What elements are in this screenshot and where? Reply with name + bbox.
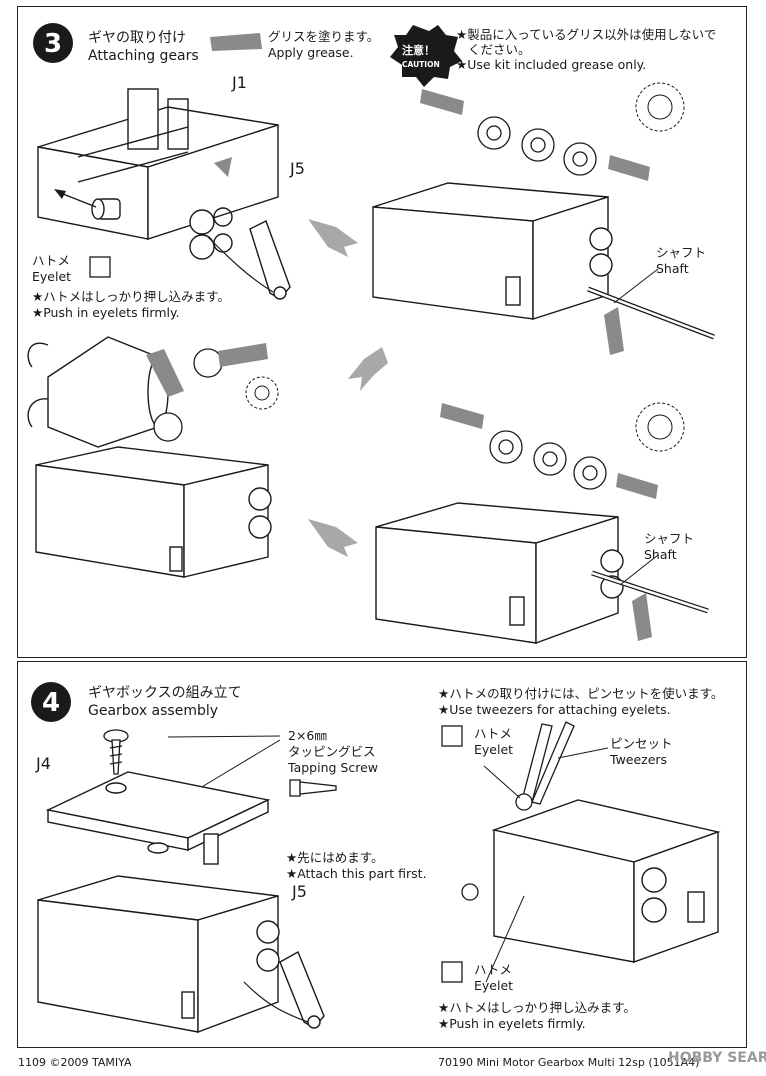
gearbox-assembled-right	[375, 502, 624, 645]
gearbox-body-right	[491, 799, 721, 963]
tapping-screw-1	[103, 729, 129, 775]
step3-panel: 3 ギヤの取り付け Attaching gears グリスを塗ります。 Appl…	[17, 6, 747, 658]
label-j5: J5	[290, 159, 305, 178]
tweezer-note-jp: ★ハトメの取り付けには、ピンセットを使います。	[438, 686, 724, 701]
watermark-text: HOBBY SEARCH	[668, 1050, 766, 1066]
insert-arrow	[57, 191, 97, 208]
eyelet2-step4-en: Eyelet	[474, 978, 514, 993]
cover-plate-j4	[45, 771, 271, 865]
step4-title-jp: ギヤボックスの組み立て	[88, 685, 242, 701]
gear-detail-icon	[635, 82, 685, 132]
tapping-screw-legend-icon	[289, 779, 337, 797]
motor-part	[27, 336, 169, 448]
flow-arrow-right	[308, 219, 358, 257]
label-j5-step4: J5	[292, 882, 307, 901]
caution-icon	[390, 25, 462, 87]
gear-detail-icon-3	[635, 402, 685, 452]
push-eyelet-en: ★Push in eyelets firmly.	[32, 305, 180, 320]
tweezers-tool	[521, 721, 575, 805]
footer-copyright: 1109 ©2009 TAMIYA	[18, 1056, 132, 1069]
screw-text-jp: タッピングビス	[288, 744, 376, 759]
push-eyelet-jp: ★ハトメはしっかり押し込みます。	[32, 289, 230, 304]
attach-first-en: ★Attach this part first.	[286, 866, 427, 881]
caution-label-en: CAUTION	[402, 60, 440, 69]
screw-text-en: Tapping Screw	[288, 760, 378, 775]
tweezers-label-en: Tweezers	[610, 752, 668, 767]
gearbox-frame-j1	[37, 88, 279, 260]
eyelet-step4-en: Eyelet	[474, 742, 514, 757]
step3-illustration	[27, 23, 715, 645]
step3-number: 3	[44, 29, 63, 59]
step3-title-en: Attaching gears	[88, 48, 199, 64]
eyelet-legend-icon-step4	[441, 725, 463, 747]
eyelet-part	[91, 198, 121, 220]
step4-title-en: Gearbox assembly	[88, 703, 219, 719]
gearbox-body-left	[37, 875, 280, 1034]
eyelet-step4-jp: ハトメ	[474, 726, 512, 741]
flow-arrow-down-left	[348, 347, 388, 391]
shaft-label-jp: シャフト	[656, 245, 707, 260]
tweezers-label-jp: ピンセット	[610, 736, 673, 751]
footer-product: 70190 Mini Motor Gearbox Multi 12sp (105…	[438, 1056, 700, 1069]
gearbox-with-gears-top	[372, 182, 613, 320]
label-j4: J4	[36, 754, 51, 773]
shaft-label-2-jp: シャフト	[644, 531, 695, 546]
push-eyelet-step4-jp: ★ハトメはしっかり押し込みます。	[438, 1000, 636, 1015]
caution-text-en: ★Use kit included grease only.	[456, 57, 647, 72]
attach-first-jp: ★先にはめます。	[286, 850, 384, 865]
eyelet-text-en: Eyelet	[32, 269, 72, 284]
step4-panel: 4 ギヤボックスの組み立て Gearbox assembly J4 2×6㎜ タ…	[17, 661, 747, 1048]
screw-size: 2×6㎜	[288, 728, 327, 743]
caution-label-jp: 注意！	[402, 44, 435, 57]
flow-arrow-right-2	[308, 519, 358, 557]
label-j1: J1	[232, 73, 247, 92]
step4-number: 4	[42, 688, 61, 718]
clip-part-j5	[249, 220, 291, 300]
gear-set-bottom	[489, 430, 607, 490]
shaft-label-en: Shaft	[656, 261, 689, 276]
eyelet2-step4-jp: ハトメ	[474, 962, 512, 977]
grease-text-jp: グリスを塗ります。	[268, 29, 380, 44]
grease-icon	[210, 33, 262, 51]
caution-text-jp-2: ください。	[468, 42, 531, 57]
caution-text-jp-1: ★製品に入っているグリス以外は使用しないで	[456, 27, 717, 42]
step4-number-badge	[31, 682, 71, 722]
gear-detail-icon-2	[245, 376, 279, 410]
gear-set-top	[477, 116, 597, 176]
pinion-gear	[153, 348, 223, 442]
eyelet-legend-icon	[89, 256, 111, 278]
push-eyelet-step4-en: ★Push in eyelets firmly.	[438, 1016, 586, 1031]
clip-part-j5-step4	[279, 951, 325, 1029]
grease-text-en: Apply grease.	[268, 45, 354, 60]
eyelet-text-jp: ハトメ	[32, 253, 70, 268]
step3-number-badge	[33, 23, 73, 63]
gearbox-bottom-left	[35, 446, 272, 578]
tweezer-note-en: ★Use tweezers for attaching eyelets.	[438, 702, 671, 717]
step4-illustration	[31, 682, 721, 1034]
shaft-label-2-en: Shaft	[644, 547, 677, 562]
eyelet-legend-icon-step4-2	[441, 961, 463, 983]
step3-title-jp: ギヤの取り付け	[88, 30, 186, 46]
